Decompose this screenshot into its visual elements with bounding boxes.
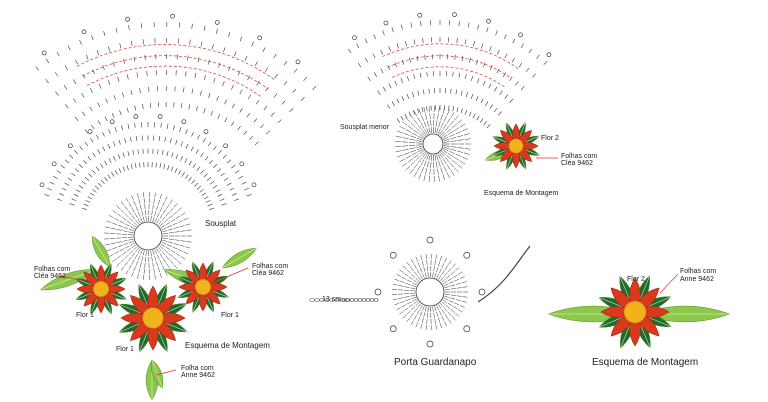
label-13cm: 13 cm [322,296,342,303]
label-folha-anne-1b: Anne 9462 [181,372,215,379]
label-folhas-anne-2: Folhas com [680,268,717,275]
label-folhas-cleia-3: Folhas com [561,153,598,160]
label-esquema-1: Esquema de Montagem [185,341,270,350]
sousplat-center-ring [104,192,192,280]
label-flor2-a: Flor 2 [541,135,559,142]
label-flor1-b: Flor 1 [221,312,239,319]
label-folhas-cleia-1b: Cléa 9462 [34,273,66,280]
label-esquema-3: Esquema de Montagem [592,357,699,368]
sousplat-fan-chart [35,13,317,211]
label-folhas-cleia-1: Folhas com [34,266,71,273]
label-flor2-b: Flor 2 [627,276,645,283]
label-folhas-cleia-3b: Cléa 9462 [561,160,593,167]
label-folhas-anne-2b: Anne 9462 [680,276,714,283]
label-flor1-c: Flor 1 [116,346,134,353]
label-sousplat: Sousplat [205,219,237,228]
label-esquema-2: Esquema de Montagem [484,190,559,197]
label-folha-anne-1: Folha com [181,365,214,372]
label-flor1-a: Flor 1 [76,312,94,319]
sousplat-menor-center-ring [395,106,471,182]
label-porta-guardanapo: Porta Guardanapo [394,357,477,368]
sousplat-menor-fan-chart [347,12,552,129]
label-folhas-cleia-2b: Cléa 9462 [252,270,284,277]
label-sousplat-menor: Sousplat menor [340,124,390,131]
poinsettia-assemblies [39,122,731,401]
porta-guardanapo-chart [309,236,531,348]
label-folhas-cleia-2: Folhas com [252,263,289,270]
